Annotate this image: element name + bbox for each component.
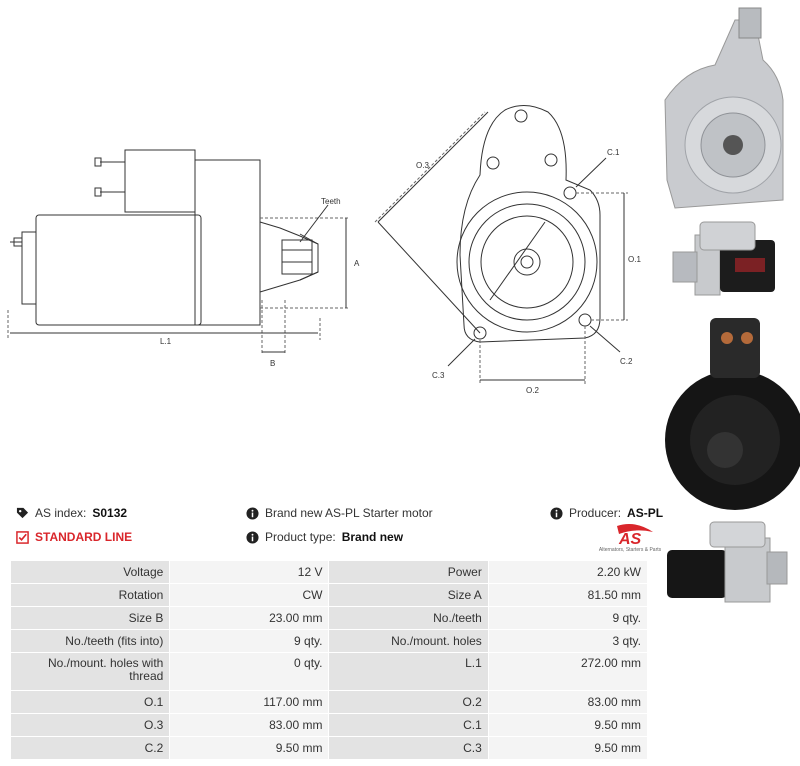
label-o3: O.3 bbox=[416, 161, 429, 170]
side-dimension-guides bbox=[7, 217, 350, 355]
standard-line: STANDARD LINE bbox=[16, 530, 132, 544]
tag-icon bbox=[16, 507, 29, 518]
photo-front-flange bbox=[664, 7, 784, 209]
spec-value: 9 qty. bbox=[170, 630, 329, 652]
table-row: O.3 83.00 mm C.1 9.50 mm bbox=[11, 714, 647, 736]
info-icon bbox=[246, 506, 259, 520]
table-row: O.1 117.00 mm O.2 83.00 mm bbox=[11, 691, 647, 713]
spec-key: O.2 bbox=[329, 691, 488, 713]
spec-key: Rotation bbox=[11, 584, 170, 606]
standard-line-text: STANDARD LINE bbox=[35, 530, 133, 544]
as-logo: AS Alternators, Starters & Parts bbox=[595, 522, 665, 556]
side-view-drawing bbox=[10, 149, 319, 326]
spec-key: L.1 bbox=[329, 653, 488, 690]
as-index: AS index: S0132 bbox=[16, 506, 127, 520]
spec-value: 9.50 mm bbox=[488, 737, 647, 759]
as-index-value: S0132 bbox=[92, 506, 128, 520]
label-o2: O.2 bbox=[526, 386, 539, 395]
photo-side-view-2 bbox=[667, 521, 788, 603]
table-row: C.2 9.50 mm C.3 9.50 mm bbox=[11, 737, 647, 759]
label-c3: C.3 bbox=[432, 371, 445, 380]
label-b: B bbox=[270, 359, 275, 368]
as-index-label: AS index: bbox=[35, 506, 87, 520]
spec-value: 3 qty. bbox=[488, 630, 647, 652]
spec-value: CW bbox=[170, 584, 329, 606]
side-dimension-arrows bbox=[10, 204, 347, 353]
spec-key: O.1 bbox=[11, 691, 170, 713]
label-l1: L.1 bbox=[160, 337, 172, 346]
front-view-drawing bbox=[456, 105, 601, 343]
spec-value: 9.50 mm bbox=[170, 737, 329, 759]
label-c2: C.2 bbox=[620, 357, 633, 366]
front-dimension-guides bbox=[374, 111, 628, 385]
info-icon bbox=[550, 506, 563, 520]
description-text: Brand new AS-PL Starter motor bbox=[265, 506, 433, 520]
photo-rear-view bbox=[665, 318, 800, 510]
product-type-value: Brand new bbox=[341, 530, 404, 544]
table-row: Size B 23.00 mm No./teeth 9 qty. bbox=[11, 607, 647, 629]
spec-value: 81.50 mm bbox=[488, 584, 647, 606]
spec-value: 12 V bbox=[170, 561, 329, 583]
spec-key: C.1 bbox=[329, 714, 488, 736]
label-o1: O.1 bbox=[628, 255, 641, 264]
spec-key: C.3 bbox=[329, 737, 488, 759]
product-info: AS index: S0132 Brand new AS-PL Starter … bbox=[10, 500, 663, 558]
front-dimension-arrows bbox=[377, 111, 625, 381]
spec-value: 0 qty. bbox=[170, 653, 329, 690]
checkbox-icon bbox=[16, 530, 29, 544]
spec-value: 9 qty. bbox=[488, 607, 647, 629]
label-teeth: Teeth bbox=[321, 197, 341, 206]
spec-key: No./teeth (fits into) bbox=[11, 630, 170, 652]
spec-key: No./teeth bbox=[329, 607, 488, 629]
table-row: No./mount. holes with thread 0 qty. L.1 … bbox=[11, 653, 647, 690]
spec-value: 9.50 mm bbox=[488, 714, 647, 736]
spec-value: 272.00 mm bbox=[488, 653, 647, 690]
label-c1: C.1 bbox=[607, 148, 620, 157]
label-a: A bbox=[354, 259, 360, 268]
description: Brand new AS-PL Starter motor bbox=[246, 506, 433, 520]
technical-drawing: Teeth A L.1 B O.3 C.1 O.1 C.2 C.3 O bbox=[7, 105, 641, 395]
photo-side-view bbox=[672, 221, 775, 296]
table-row: Voltage 12 V Power 2.20 kW bbox=[11, 561, 647, 583]
producer: Producer: AS-PL bbox=[550, 506, 663, 520]
table-row: Rotation CW Size A 81.50 mm bbox=[11, 584, 647, 606]
as-logo-mark: AS bbox=[617, 524, 653, 548]
product-type-label: Product type: bbox=[265, 530, 336, 544]
specifications-table: Voltage 12 V Power 2.20 kW Rotation CW S… bbox=[10, 560, 648, 760]
svg-text:AS: AS bbox=[618, 531, 642, 546]
info-icon bbox=[246, 530, 259, 544]
spec-key: No./mount. holes with thread bbox=[11, 653, 170, 690]
spec-key: No./mount. holes bbox=[329, 630, 488, 652]
spec-value: 2.20 kW bbox=[488, 561, 647, 583]
producer-label: Producer: bbox=[569, 506, 622, 520]
spec-key: Power bbox=[329, 561, 488, 583]
spec-key: Voltage bbox=[11, 561, 170, 583]
spec-value: 83.00 mm bbox=[170, 714, 329, 736]
table-row: No./teeth (fits into) 9 qty. No./mount. … bbox=[11, 630, 647, 652]
spec-key: Size B bbox=[11, 607, 170, 629]
spec-value: 117.00 mm bbox=[170, 691, 329, 713]
spec-value: 23.00 mm bbox=[170, 607, 329, 629]
product-type: Product type: Brand new bbox=[246, 530, 403, 544]
product-photos bbox=[664, 7, 800, 603]
logo-tagline: Alternators, Starters & Parts bbox=[598, 547, 662, 553]
spec-value: 83.00 mm bbox=[488, 691, 647, 713]
spec-key: Size A bbox=[329, 584, 488, 606]
producer-value: AS-PL bbox=[627, 506, 664, 520]
spec-key: C.2 bbox=[11, 737, 170, 759]
spec-key: O.3 bbox=[11, 714, 170, 736]
